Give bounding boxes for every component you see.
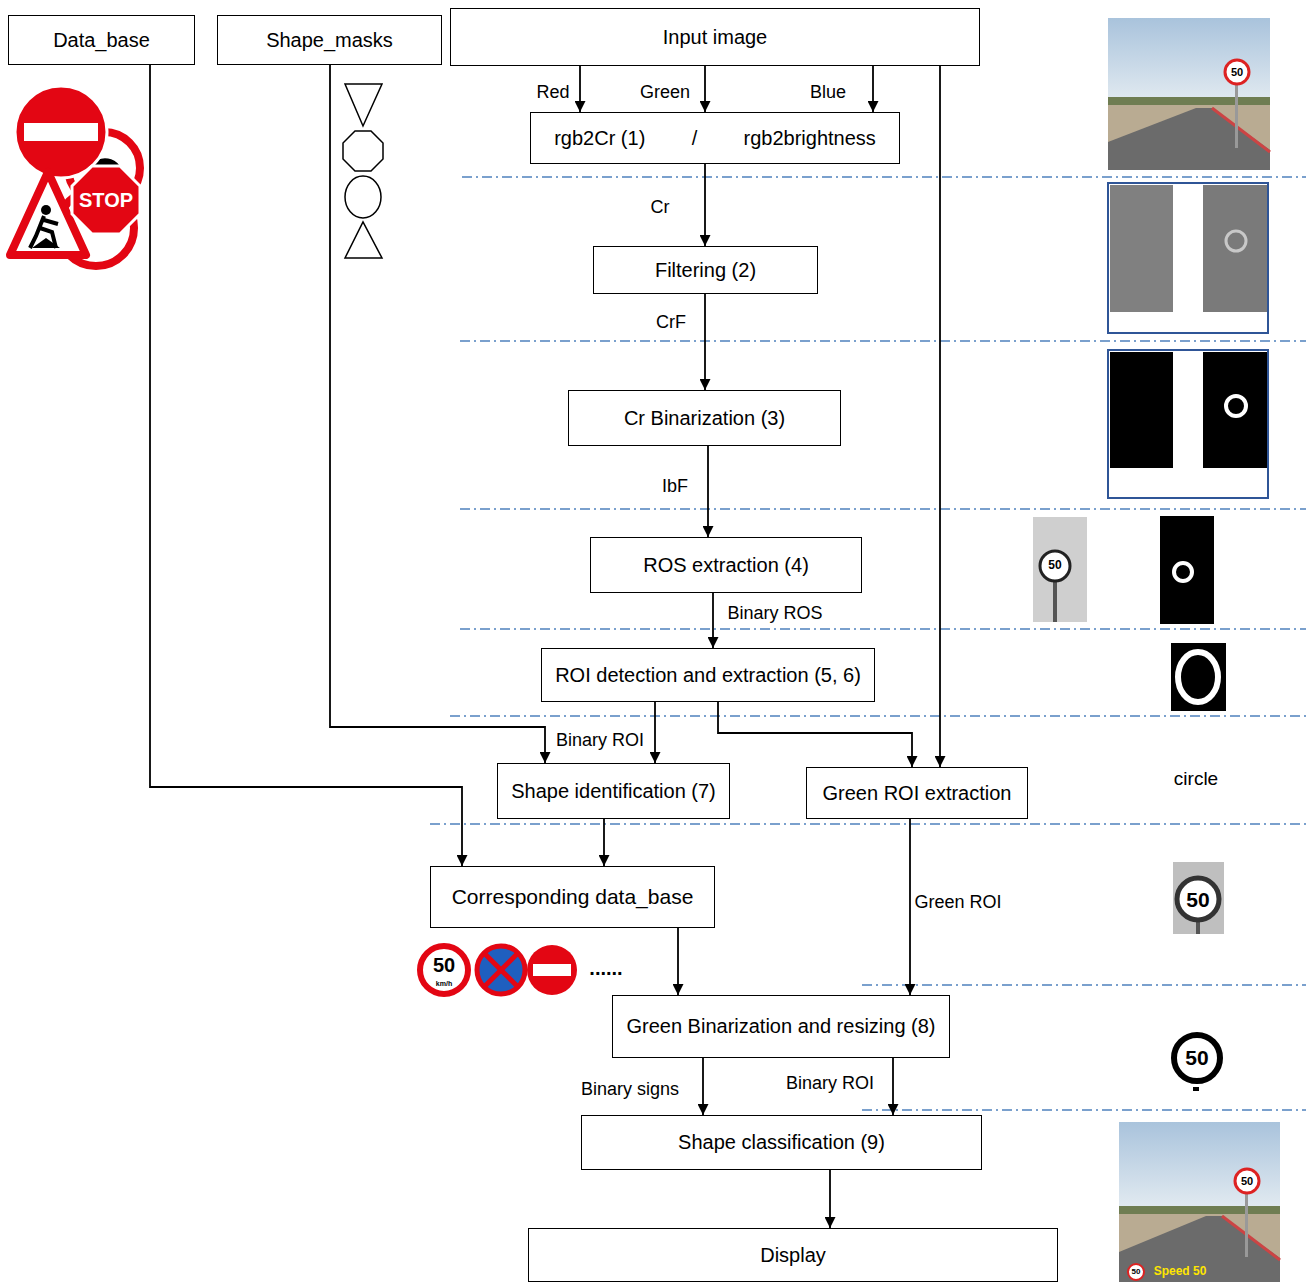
edge-label: Blue	[808, 83, 848, 103]
flow-arrow	[939, 66, 941, 767]
database-signs	[10, 86, 140, 266]
edge-label: Binary ROI	[784, 1074, 876, 1094]
process-box: Cr Binarization (3)	[568, 390, 841, 446]
box-text: Green ROI extraction	[823, 782, 1012, 805]
figure-label: 50	[1186, 888, 1209, 911]
box-text: rgb2Cr (1)	[554, 127, 645, 150]
edge-label: Red	[534, 83, 571, 103]
figure-label: Speed 50	[1154, 1265, 1207, 1278]
process-box: Data_base	[8, 15, 195, 65]
figure-label: circle	[1174, 769, 1218, 790]
flow-arrow	[718, 702, 912, 767]
process-box: Filtering (2)	[593, 246, 818, 294]
process-box: Green ROI extraction	[806, 767, 1028, 819]
process-box: Shape identification (7)	[497, 763, 730, 819]
box-text: Corresponding data_base	[452, 885, 694, 909]
flow-arrow	[677, 928, 679, 995]
box-text: Green Binarization and resizing (8)	[626, 1015, 935, 1038]
figure-label: 50	[1241, 1175, 1253, 1187]
edge-label: Binary signs	[579, 1080, 681, 1100]
figure-label: STOP	[79, 189, 133, 211]
ros-images	[1033, 516, 1214, 624]
database-row-signs	[420, 945, 577, 995]
process-box: rgb2Cr (1) / rgb2brightness	[530, 112, 900, 164]
green-binary-image	[1174, 1035, 1220, 1091]
figure-label: 50	[1048, 559, 1061, 572]
figure-label: 50	[1231, 66, 1243, 78]
edge-label: CrF	[654, 313, 688, 333]
flow-arrow	[150, 65, 462, 866]
box-text: ROI detection and extraction (5, 6)	[555, 664, 861, 687]
figure-label: km/h	[436, 980, 452, 988]
flow-arrow	[707, 446, 709, 537]
box-text: Shape identification (7)	[511, 780, 716, 803]
figure-label: 50	[433, 954, 455, 976]
process-box: ROI detection and extraction (5, 6)	[541, 648, 875, 702]
shape-mask-icons	[343, 84, 383, 258]
green-roi-image	[1173, 862, 1224, 934]
flow-arrow	[829, 1170, 831, 1228]
cr-image	[1108, 183, 1268, 333]
flow-arrow	[704, 164, 706, 246]
process-box: Shape classification (9)	[581, 1115, 982, 1170]
process-box: ROS extraction (4)	[590, 537, 862, 593]
box-text: rgb2brightness	[744, 127, 876, 150]
box-text: Shape classification (9)	[678, 1131, 885, 1154]
flow-arrow	[909, 819, 911, 995]
box-text: Data_base	[53, 29, 150, 52]
flow-arrow	[872, 66, 874, 112]
flow-arrow	[704, 66, 706, 112]
flow-arrow	[712, 593, 714, 648]
flow-arrow	[579, 66, 581, 112]
box-text: Shape_masks	[266, 29, 393, 52]
process-box: Shape_masks	[217, 15, 442, 65]
flow-arrow	[654, 702, 656, 763]
flow-arrow	[704, 294, 706, 390]
box-text: Display	[760, 1244, 826, 1267]
separator-lines	[430, 177, 1306, 1110]
flow-arrow	[892, 1058, 894, 1115]
edge-label: Binary ROI	[554, 731, 646, 751]
edge-label: Binary ROS	[725, 604, 824, 624]
box-text: Input image	[663, 26, 768, 49]
input-photo	[1108, 18, 1270, 170]
box-text: ROS extraction (4)	[643, 554, 809, 577]
box-text: /	[692, 127, 698, 150]
edge-label: Green ROI	[912, 893, 1003, 913]
box-text: Filtering (2)	[655, 259, 756, 282]
process-box: Display	[528, 1228, 1058, 1282]
output-photo	[1119, 1122, 1280, 1282]
process-box: Corresponding data_base	[430, 866, 715, 928]
figure-label: 50	[1185, 1046, 1208, 1069]
edge-label: Cr	[649, 198, 672, 218]
process-box: Input image	[450, 8, 980, 66]
figure-label: ......	[589, 957, 622, 979]
flow-arrow	[702, 1058, 704, 1115]
process-box: Green Binarization and resizing (8)	[612, 995, 950, 1058]
flow-arrow	[603, 819, 605, 866]
edge-label: IbF	[660, 477, 690, 497]
edge-label: Green	[638, 83, 692, 103]
box-text: Cr Binarization (3)	[624, 407, 785, 430]
binary-image	[1108, 350, 1268, 498]
roi-image	[1171, 643, 1226, 711]
flow-arrow	[330, 65, 545, 763]
figure-label: 50	[1132, 1268, 1141, 1277]
